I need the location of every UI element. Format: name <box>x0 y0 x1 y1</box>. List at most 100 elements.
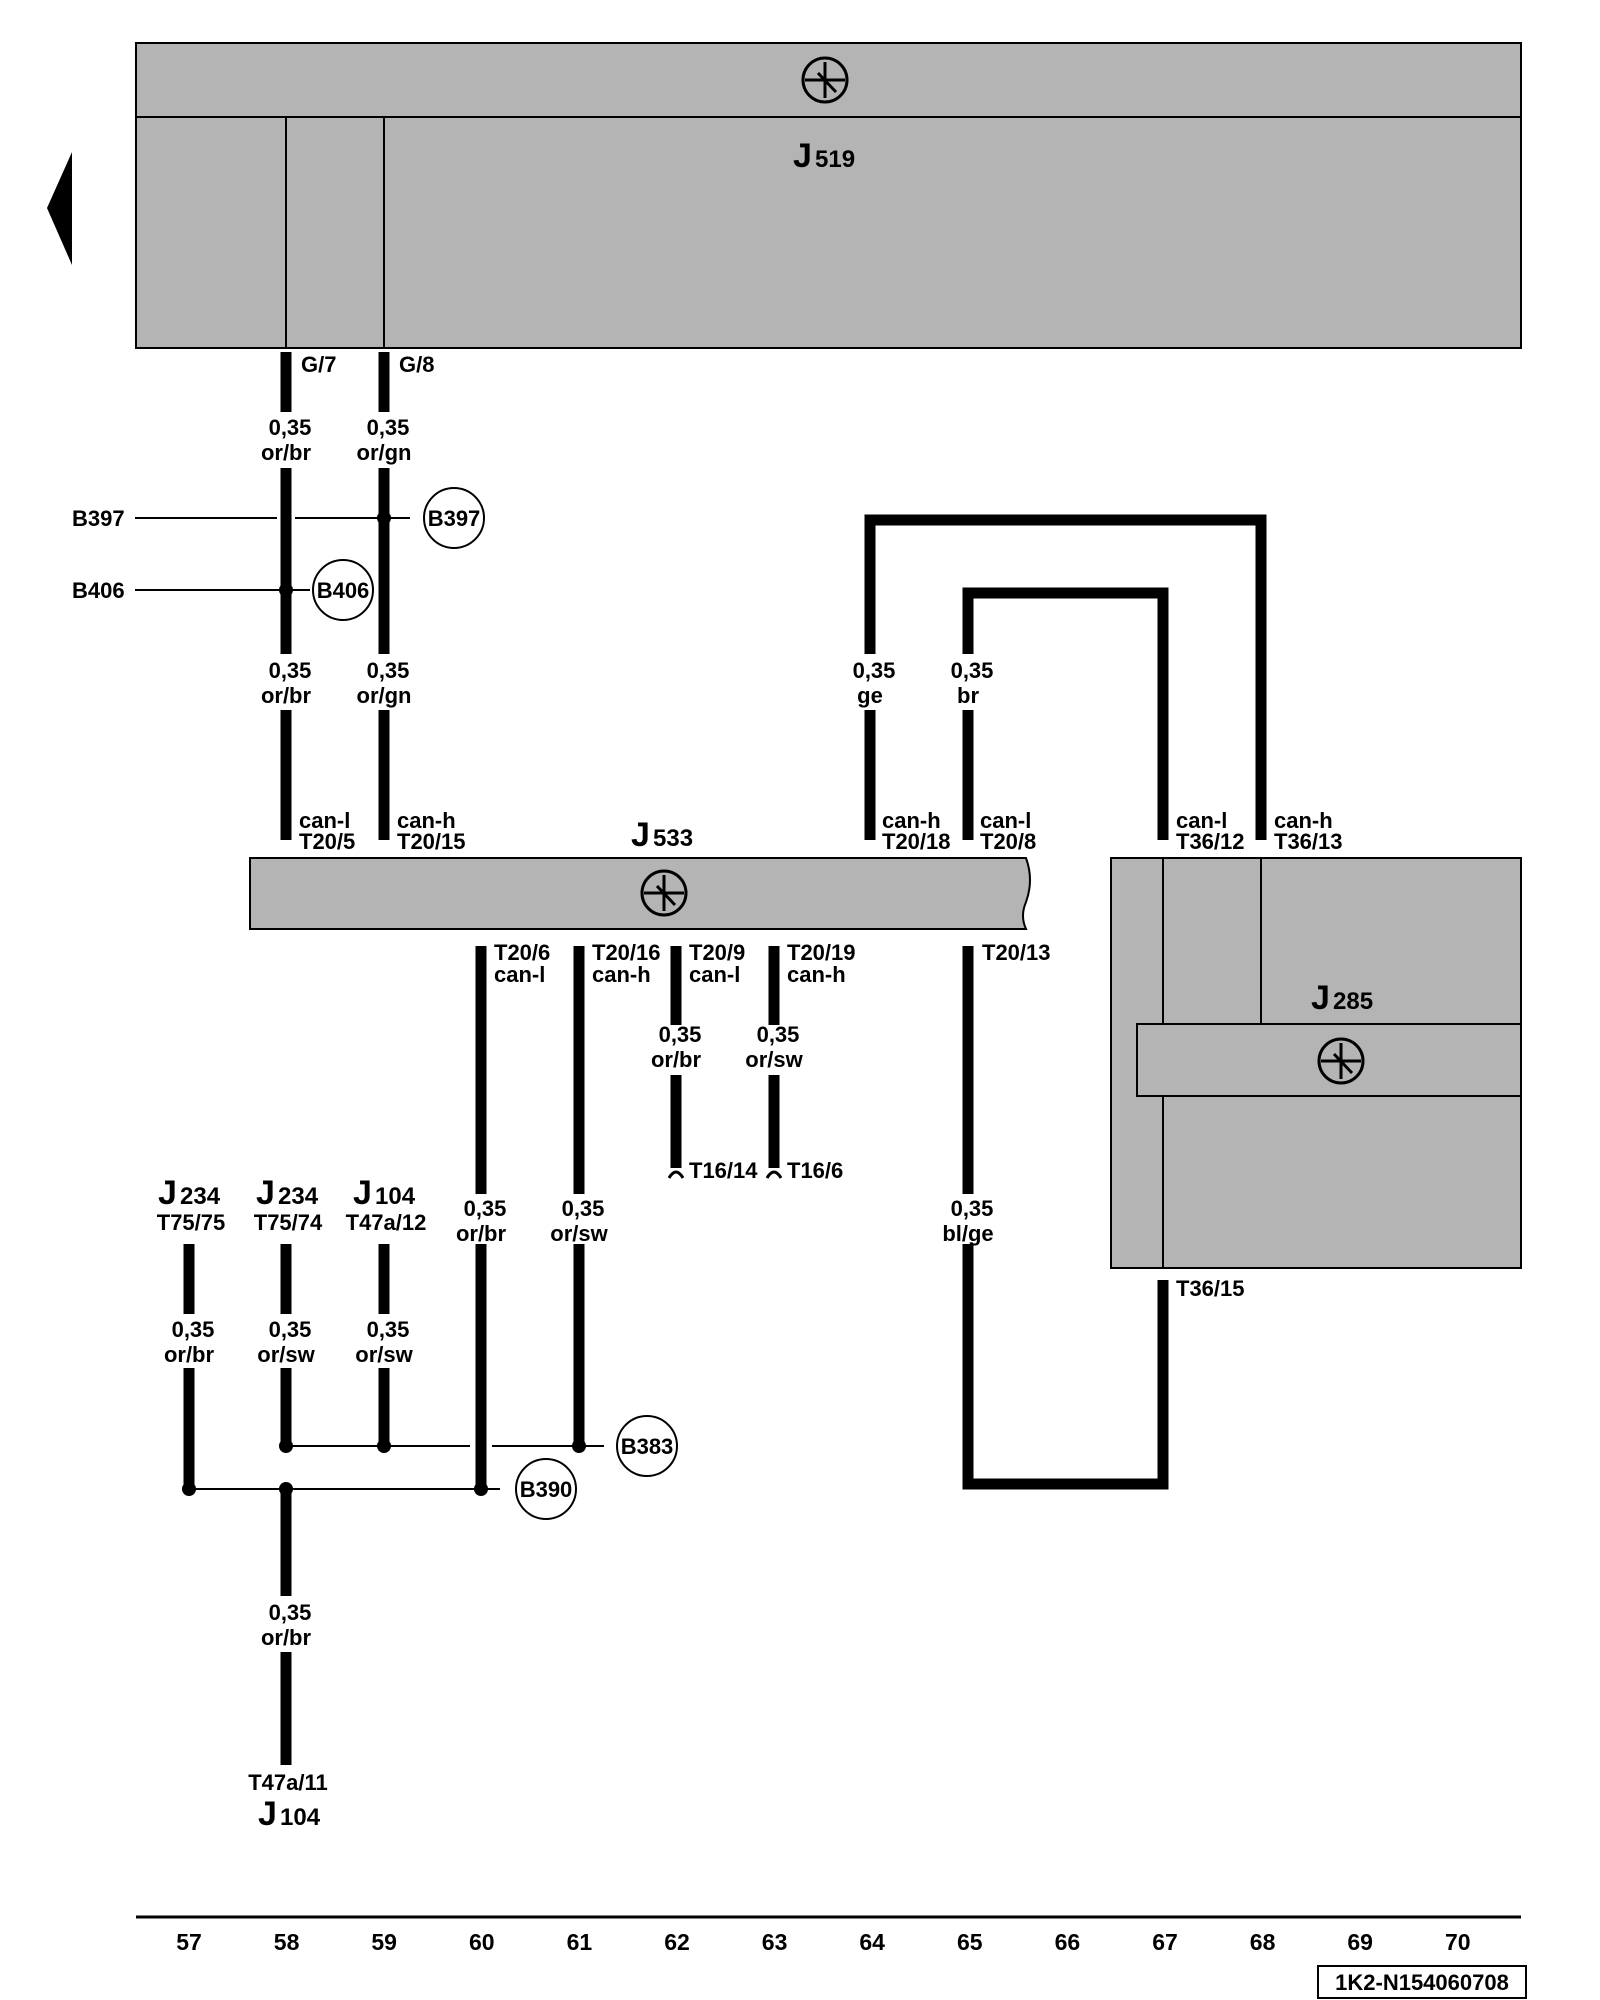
unit-letter: J <box>1311 979 1330 1017</box>
wire-color-label: or/gn <box>357 683 412 708</box>
wire-color-label: or/br <box>164 1342 215 1367</box>
wire-t20-18-t36-13 <box>864 514 1267 840</box>
connection-b390: B390 <box>182 1458 577 1520</box>
wire-color-label: bl/ge <box>942 1221 993 1246</box>
signal-label: can-h <box>1274 808 1333 833</box>
unit-number: 285 <box>1333 988 1373 1015</box>
signal-label: can-l <box>689 962 740 987</box>
pin-label: T36/15 <box>1176 1276 1245 1301</box>
connection-circle-label: B383 <box>621 1434 674 1459</box>
unit-letter: J <box>353 1174 372 1212</box>
pin-label: T20/6 <box>494 940 550 965</box>
unit-letter: J <box>256 1174 275 1212</box>
wire-size-label: 0,35 <box>269 415 312 440</box>
footer-column-number: 58 <box>274 1929 300 1955</box>
wire-size-label: 0,35 <box>367 1317 410 1342</box>
signal-label: can-h <box>397 808 456 833</box>
wire-size-label: 0,35 <box>269 1600 312 1625</box>
pin-label: T36/12 <box>1176 829 1245 854</box>
footer-column-number: 65 <box>957 1929 983 1955</box>
connection-circle-label: B390 <box>520 1477 573 1502</box>
wire-size-label: 0,35 <box>757 1022 800 1047</box>
control-unit-symbol-icon <box>801 56 849 104</box>
unit-number: 533 <box>653 825 693 852</box>
wire-t20-9-t16-14 <box>667 946 685 1179</box>
wire-color-label: or/br <box>261 1625 312 1650</box>
wire-color-label: br <box>957 683 979 708</box>
pin-label: G/7 <box>301 352 336 377</box>
connection-label: B406 <box>72 578 125 603</box>
pin-label: T20/5 <box>299 829 355 854</box>
wire-size-label: 0,35 <box>853 658 896 683</box>
wire-size-label: 0,35 <box>172 1317 215 1342</box>
footer-column-number: 59 <box>371 1929 397 1955</box>
pin-label: T20/16 <box>592 940 661 965</box>
signal-label: can-l <box>299 808 350 833</box>
wire-t20-8-t36-12 <box>962 587 1169 840</box>
footer-column-number: 68 <box>1250 1929 1276 1955</box>
connection-circle-label: B406 <box>317 578 370 603</box>
signal-label: can-l <box>1176 808 1227 833</box>
wire-color-label: or/br <box>651 1047 702 1072</box>
footer-column-number: 57 <box>176 1929 202 1955</box>
diagram-code-box: 1K2-N154060708 <box>1317 1965 1527 1999</box>
signal-label: can-h <box>592 962 651 987</box>
footer-column-number: 67 <box>1152 1929 1178 1955</box>
unit-letter: J <box>258 1795 277 1833</box>
pin-label: T47a/11 <box>248 1770 328 1795</box>
diagram-code: 1K2-N154060708 <box>1335 1970 1509 1995</box>
control-unit-symbol-icon <box>1317 1037 1365 1085</box>
wire-size-label: 0,35 <box>659 1022 702 1047</box>
pin-label: T20/18 <box>882 829 951 854</box>
pin-label: T16/14 <box>689 1158 758 1183</box>
wire-color-label: or/sw <box>355 1342 413 1367</box>
wire-size-label: 0,35 <box>951 658 994 683</box>
unit-letter: J <box>793 137 812 175</box>
wire-size-label: 0,35 <box>367 658 410 683</box>
footer-column-number: 60 <box>469 1929 495 1955</box>
pin-label: T75/75 <box>157 1210 226 1235</box>
signal-label: can-h <box>787 962 846 987</box>
wire-t20-13-t36-15 <box>962 946 1169 1490</box>
connection-circle-label: B397 <box>428 506 481 531</box>
wire-color-label: ge <box>857 683 883 708</box>
pin-label: T36/13 <box>1274 829 1343 854</box>
connection-b406: B406 B406 <box>72 559 374 621</box>
footer-column-number: 62 <box>664 1929 690 1955</box>
footer-column-number: 63 <box>762 1929 788 1955</box>
pin-label: T20/19 <box>787 940 856 965</box>
wire-color-label: or/sw <box>257 1342 315 1367</box>
control-unit-symbol-icon <box>640 869 688 917</box>
wire-color-label: or/sw <box>550 1221 608 1246</box>
pin-label: T20/15 <box>397 829 466 854</box>
unit-number: 234 <box>278 1183 319 1210</box>
footer-column-number: 66 <box>1055 1929 1081 1955</box>
signal-label: can-h <box>882 808 941 833</box>
pin-label: T20/9 <box>689 940 745 965</box>
pin-label: G/8 <box>399 352 434 377</box>
wire-size-label: 0,35 <box>562 1196 605 1221</box>
unit-number: 104 <box>280 1804 321 1831</box>
unit-number: 234 <box>180 1183 221 1210</box>
wire-color-label: or/br <box>261 440 312 465</box>
wire-size-label: 0,35 <box>951 1196 994 1221</box>
pin-label: T20/8 <box>980 829 1036 854</box>
control-unit-j519: J 519 <box>135 42 1522 349</box>
pin-label: T20/13 <box>982 940 1051 965</box>
wire-size-label: 0,35 <box>367 415 410 440</box>
pin-label: T75/74 <box>254 1210 323 1235</box>
unit-letter: J <box>631 816 650 854</box>
signal-label: can-l <box>980 808 1031 833</box>
wire-size-label: 0,35 <box>269 1317 312 1342</box>
pin-label: T16/6 <box>787 1158 843 1183</box>
unit-letter: J <box>158 1174 177 1212</box>
wire-color-label: or/sw <box>745 1047 803 1072</box>
footer-column-number: 70 <box>1445 1929 1471 1955</box>
pin-label: T47a/12 <box>346 1210 427 1235</box>
unit-number: 104 <box>375 1183 416 1210</box>
previous-page-arrow-icon[interactable] <box>47 152 72 265</box>
wire-t20-19-t16-6 <box>765 946 783 1179</box>
footer-column-number: 64 <box>859 1929 885 1955</box>
